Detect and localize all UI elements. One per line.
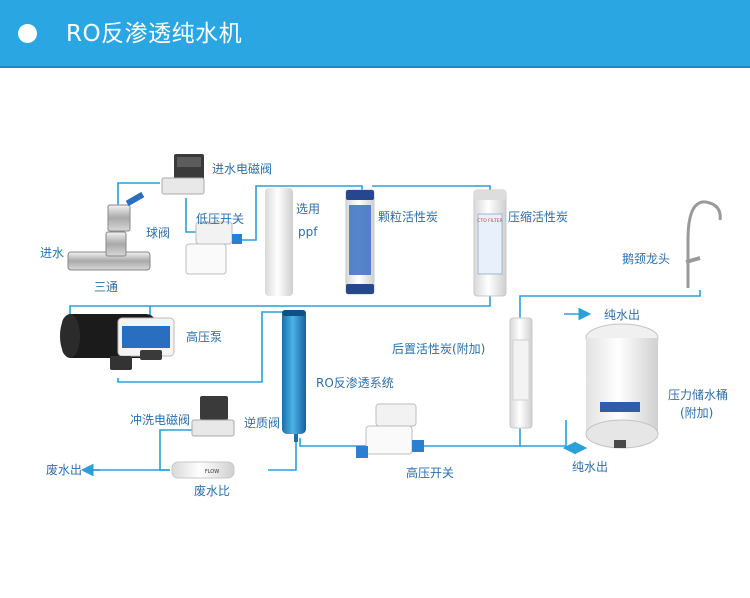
label-compressed-carbon: 压缩活性炭 [508, 210, 569, 224]
label-faucet: 鹅颈龙头 [622, 252, 671, 266]
cto-label: CTO FILTER [477, 218, 502, 224]
low-pressure-switch [185, 221, 242, 275]
label-flush-solenoid: 冲洗电磁阀 [130, 413, 191, 427]
label-check-valve: 逆质阀 [244, 416, 281, 430]
flow-label: FLOW [205, 469, 219, 475]
label-wastewater-out: 废水出 [46, 463, 83, 477]
label-ro-system: RO反渗透系统 [316, 376, 394, 390]
granular-carbon-filter [345, 189, 375, 295]
label-granular-carbon: 颗粒活性炭 [378, 210, 439, 224]
page-title: RO反渗透纯水机 [66, 21, 243, 47]
label-pressure-tank-note: (附加) [680, 406, 714, 420]
flow-arrows [80, 307, 592, 477]
high-pressure-switch [356, 403, 424, 458]
label-inlet-solenoid: 进水电磁阀 [212, 162, 273, 176]
ball-valve [107, 191, 145, 232]
label-low-pressure-switch: 低压开关 [196, 212, 245, 226]
label-post-carbon: 后置活性炭(附加) [392, 342, 486, 356]
label-ppf: ppf [298, 225, 318, 239]
pipe-ro-to-check [268, 440, 297, 471]
pipe-post-carbon-to-faucet [519, 290, 701, 318]
label-optional: 选用 [296, 202, 321, 216]
label-high-pressure-switch: 高压开关 [406, 466, 455, 480]
pipe-hpswitch-to-tank [420, 420, 567, 447]
label-waste-ratio: 废水比 [194, 484, 231, 498]
label-pure-water-out-bottom: 纯水出 [572, 460, 609, 474]
label-high-pressure-pump: 高压泵 [186, 330, 223, 344]
waste-ratio-restrictor: FLOW [171, 461, 235, 479]
flush-solenoid-valve [191, 396, 235, 437]
header-divider [0, 66, 750, 68]
label-pressure-tank: 压力储水桶 [668, 388, 729, 402]
label-inlet: 进水 [40, 246, 65, 260]
pipe-pump-bottom-to-ro [117, 311, 288, 383]
pipe-lpswitch-to-ppf [232, 185, 363, 241]
gooseneck-faucet [685, 200, 722, 288]
ppf-filter [265, 188, 293, 296]
compressed-carbon-filter: CTO FILTER [473, 189, 507, 297]
label-ball-valve: 球阀 [146, 226, 171, 240]
header-bar: RO反渗透纯水机 [0, 0, 750, 66]
inlet-solenoid-valve [161, 154, 205, 195]
pressure-tank [585, 323, 659, 449]
pipe-solenoid-to-lpswitch [185, 198, 196, 233]
high-pressure-pump [60, 314, 175, 370]
label-pure-water-out-top: 纯水出 [604, 308, 641, 322]
bullet-dot [18, 24, 37, 43]
label-tee: 三通 [94, 280, 119, 294]
post-carbon-filter [509, 317, 533, 429]
ro-membrane [282, 310, 306, 442]
tee-fitting [67, 231, 151, 271]
pipe-granular-to-compressed [372, 185, 491, 192]
